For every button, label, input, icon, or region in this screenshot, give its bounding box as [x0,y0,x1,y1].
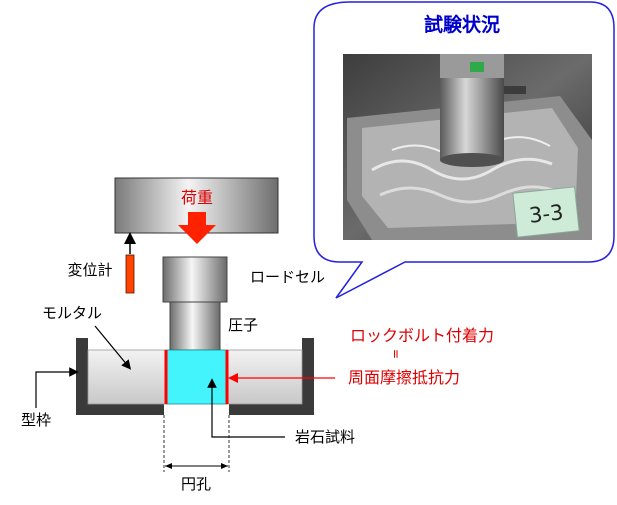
equals-sign: = [389,349,403,359]
circular-hole-label: 円孔 [181,475,211,493]
displacement-meter-label: 変位計 [67,261,112,279]
friction-arrow-icon [228,373,238,383]
load-arrow-icon [178,212,216,244]
mortar-leader-line [94,325,132,370]
load-label: 荷重 [181,188,213,207]
load-cell-label: ロードセル [250,268,325,286]
specimen-tag-label: 3-3 [528,200,565,227]
rock-sample-leader-line [207,378,285,438]
photo-callout: 試験状況 3-3 [313,1,615,299]
mold-frame-label: 型枠 [21,411,51,429]
displacement-meter-sensor [125,254,135,294]
mold-frame-leader-line [35,367,79,408]
specimen-tag [512,186,580,238]
rock-bolt-adhesion-label: ロックボルト付着力 [350,326,494,345]
indenter-label: 圧子 [228,316,258,334]
mold-frame [76,338,314,415]
mortar-left [87,349,167,405]
indenter-cylinder [169,301,221,351]
rock-sample-label: 岩石試料 [295,428,355,446]
load-cell-cylinder [162,256,228,303]
mortar-label: モルタル [42,304,102,322]
callout-title: 試験状況 [424,13,500,36]
rock-sample [165,349,228,405]
mortar-right [226,349,303,405]
peripheral-friction-label: 周面摩擦抵抗力 [348,368,460,387]
test-photo: 3-3 [343,54,592,240]
